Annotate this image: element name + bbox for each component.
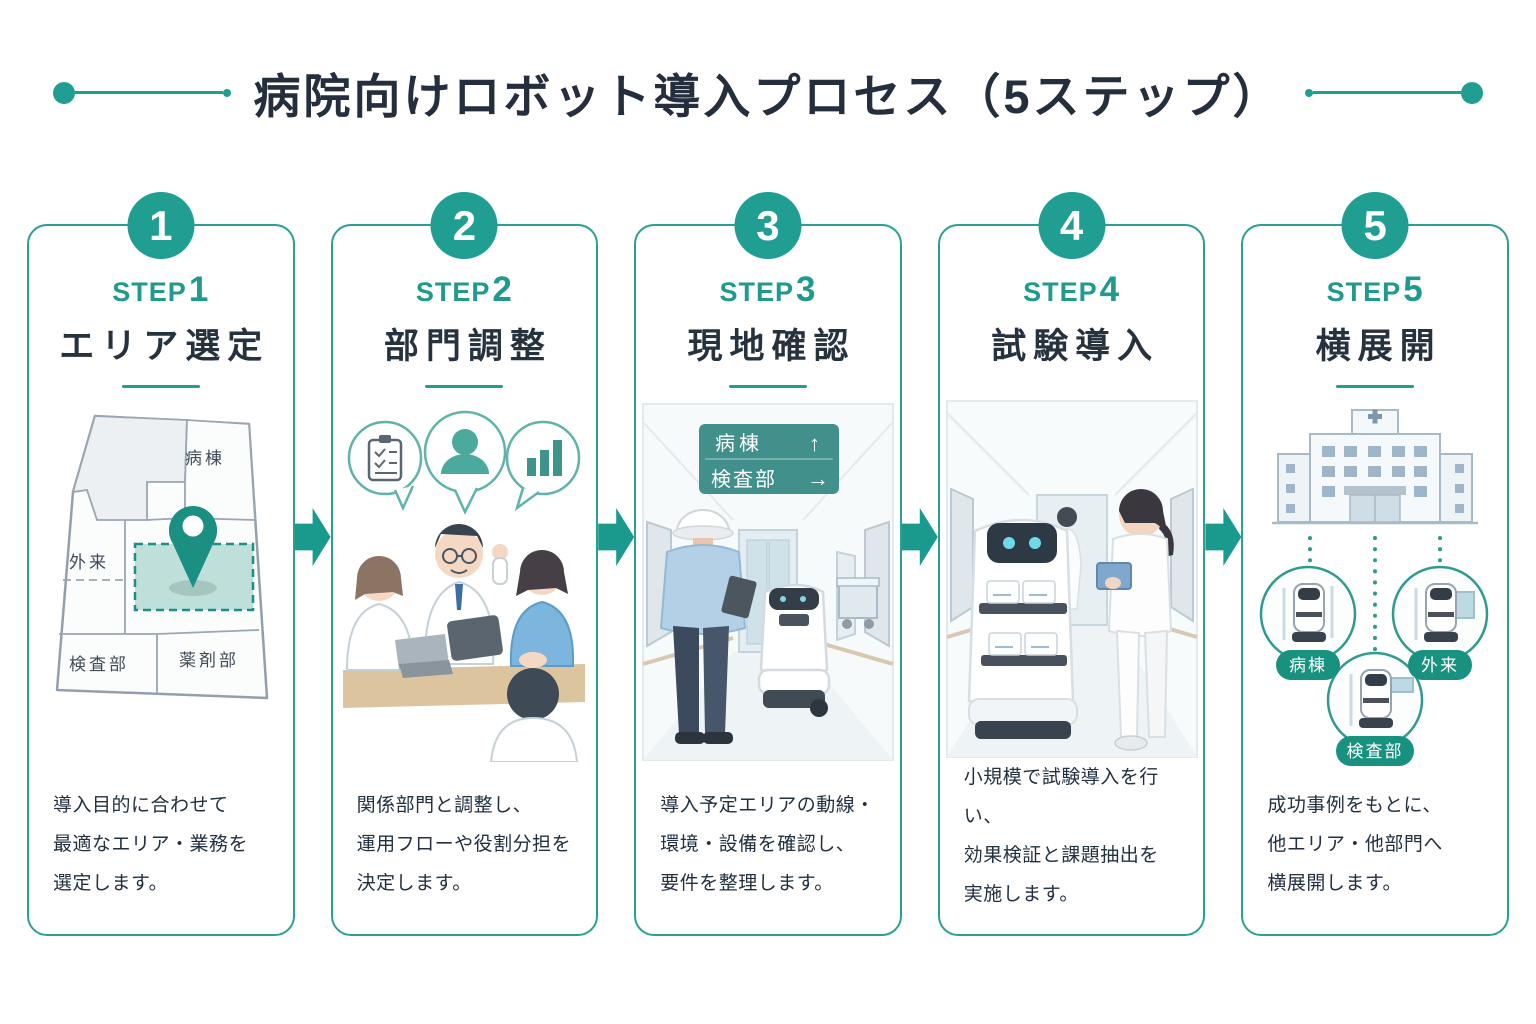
rollout-illustration: 病棟 外来 検査部 [1243, 402, 1507, 774]
step-number-badge: 3 [734, 192, 802, 259]
robot-icon [757, 583, 831, 717]
boxes [987, 632, 1058, 656]
step-number-badge: 4 [1038, 192, 1106, 259]
heading-underline [1336, 385, 1415, 388]
title-decoration-left [53, 81, 232, 104]
arrow-right-icon [294, 508, 331, 566]
arrow-slot [1205, 224, 1242, 936]
step-number-badge: 1 [127, 192, 195, 259]
rollout-diagram: 病棟 外来 検査部 [1259, 409, 1489, 766]
boxes [985, 580, 1056, 604]
step-heading: エリア選定 [59, 327, 270, 366]
step-number-badge: 5 [1341, 192, 1409, 259]
step-heading: 現地確認 [687, 327, 856, 366]
surveyor-figure [659, 509, 757, 744]
robot-icon [1359, 669, 1394, 728]
page-title: 病院向けロボット導入プロセス（5ステップ） [253, 70, 1283, 123]
step-number-badge: 2 [430, 192, 498, 259]
robot-icon [1424, 583, 1459, 642]
heading-underline [121, 385, 200, 388]
bar-chart-icon [506, 420, 581, 512]
map-label-lab: 検査部 [69, 655, 129, 674]
title-decoration-right [1304, 81, 1483, 104]
arrow-slot [901, 224, 938, 936]
step-description: 関係部門と調整し、 運用フローや役割分担を 決定します。 [356, 795, 572, 895]
robot-icon [1292, 583, 1327, 642]
direction-sign: 病棟 ↑ 検査部 → [698, 424, 839, 494]
svg-text:検査部: 検査部 [1347, 742, 1404, 761]
hospital-icon [1272, 409, 1479, 525]
ward-badge: 病棟 [1276, 650, 1341, 680]
step-description: 成功事例をもとに、 他エリア・他部門へ 横展開します。 [1267, 795, 1443, 895]
floor-map-illustration: 病棟 外来 検査部 薬剤部 [29, 402, 293, 774]
title-bar: 病院向けロボット導入プロセス（5ステップ） [0, 58, 1536, 127]
step-heading: 部門調整 [383, 327, 552, 366]
step-description: 導入予定エリアの動線・ 環境・設備を確認し、 要件を整理します。 [660, 795, 875, 895]
arrow-right-icon [1205, 508, 1242, 566]
lab-robot-circle [1326, 651, 1424, 749]
right-arrow-icon: → [807, 466, 829, 491]
dot-icon [53, 81, 76, 104]
arrow-slot [294, 224, 331, 936]
arrow-slot [598, 224, 635, 936]
meeting-scene [343, 410, 586, 762]
lab-badge: 検査部 [1336, 736, 1415, 766]
cart-icon [836, 577, 880, 629]
arrow-right-icon [598, 508, 635, 566]
map-label-pharmacy: 薬剤部 [179, 651, 239, 670]
delivery-robot-icon [967, 518, 1078, 739]
person-icon [424, 410, 507, 515]
heading-underline [728, 385, 807, 388]
sign-lab-label: 検査部 [711, 468, 777, 491]
dot-icon [1304, 88, 1313, 97]
ward-robot-circle [1259, 565, 1357, 663]
step-description: 小規模で試験導入を行い、 効果検証と課題抽出を 実施します。 [963, 767, 1159, 905]
outpatient-robot-circle [1391, 565, 1489, 663]
svg-text:外来: 外来 [1421, 656, 1459, 675]
dot-icon [1460, 81, 1483, 104]
arrow-right-icon [901, 508, 938, 566]
line-decoration [75, 91, 224, 94]
outpatient-badge: 外来 [1408, 650, 1473, 680]
pilot-scene [945, 400, 1198, 758]
line-decoration [1312, 91, 1461, 94]
corridor-scene: 病棟 ↑ 検査部 → [641, 403, 894, 761]
meeting-illustration [333, 402, 597, 774]
map-label-outpatient: 外来 [69, 553, 109, 572]
step-heading: 試験導入 [991, 327, 1160, 366]
dot-icon [223, 88, 232, 97]
staff-figure-left [346, 556, 454, 678]
nurse-figure-right [510, 550, 575, 668]
up-arrow-icon: ↑ [809, 431, 820, 456]
nurse-figure [1095, 489, 1174, 751]
step-description: 導入目的に合わせて 最適なエリア・業務を 選定します。 [53, 795, 249, 895]
sign-ward-label: 病棟 [715, 432, 763, 455]
step-heading: 横展開 [1315, 327, 1442, 366]
svg-text:病棟: 病棟 [1289, 656, 1327, 675]
location-pin-icon [168, 506, 217, 588]
pilot-test-illustration [940, 399, 1204, 759]
floor-map-icon: 病棟 外来 検査部 薬剤部 [55, 414, 269, 700]
staff-figure-back [490, 668, 579, 762]
clipboard-icon [348, 420, 423, 512]
site-survey-illustration: 病棟 ↑ 検査部 → [636, 402, 900, 774]
heading-underline [425, 385, 504, 388]
map-label-ward: 病棟 [185, 449, 225, 468]
